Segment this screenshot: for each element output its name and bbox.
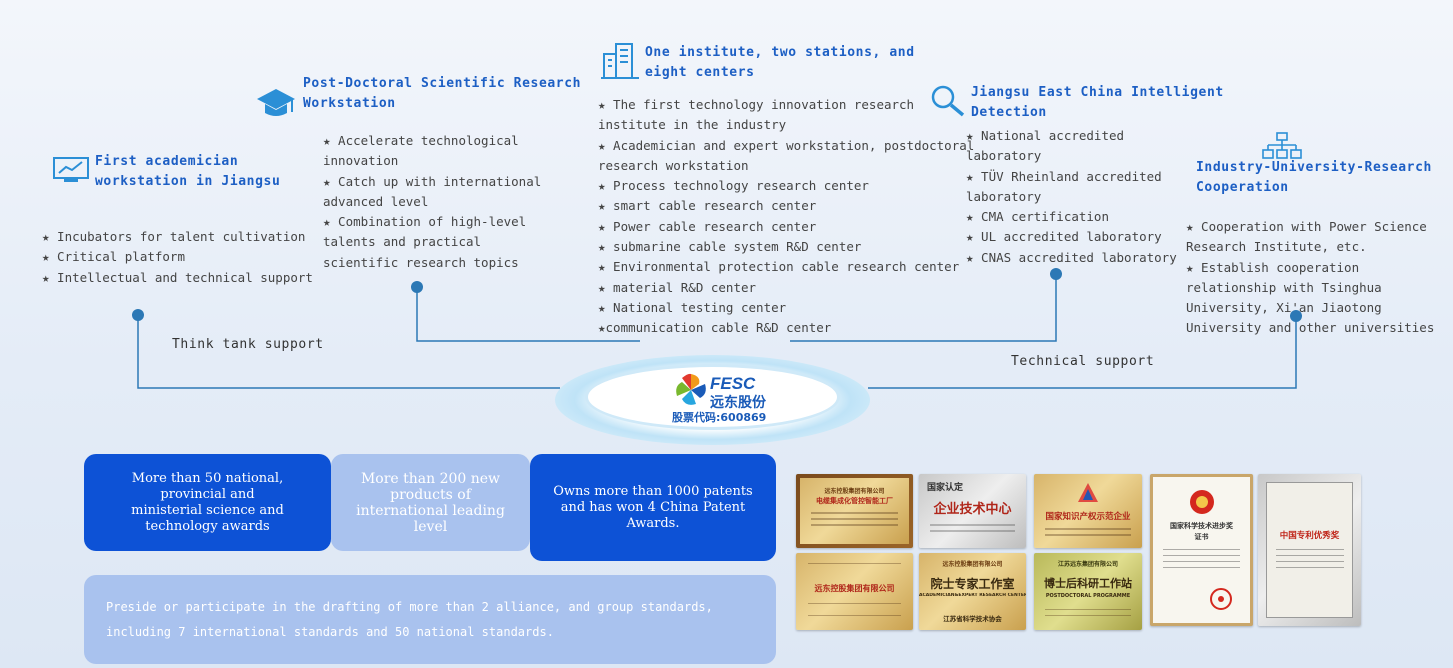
national-emblem-icon bbox=[1190, 490, 1214, 514]
building-icon bbox=[601, 43, 639, 79]
connector-dot-cooperation bbox=[1290, 310, 1302, 322]
standards-box: Preside or participate in the drafting o… bbox=[84, 575, 776, 664]
awards-text: More than 50 national, provincial and mi… bbox=[131, 470, 284, 534]
connector-dot-academician bbox=[132, 309, 144, 321]
graduation-cap-icon bbox=[257, 89, 295, 116]
postdoc-title: Post-Doctoral Scientific Research Workst… bbox=[303, 76, 582, 111]
cooperation-title: Industry-University-Research Cooperation bbox=[1196, 160, 1432, 195]
cooperation-item: ★ Establish cooperation relationship wit… bbox=[1186, 259, 1435, 336]
detection-list: ★ National accredited laboratory ★ TÜV R… bbox=[966, 126, 1177, 268]
postdoc-item: ★ Catch up with international advanced l… bbox=[323, 173, 542, 209]
institute-item: ★communication cable R&D center bbox=[598, 320, 832, 336]
connector-dot-detection bbox=[1050, 268, 1062, 280]
certificate-academician-studio: 远东控股集团有限公司 院士专家工作室 ACADEMICIAN&EXPERT RE… bbox=[919, 553, 1026, 630]
cert-group-title: 远东控股集团有限公司 bbox=[814, 584, 895, 593]
awards-box: More than 50 national, provincial and mi… bbox=[84, 454, 331, 551]
detection-item: ★ CMA certification bbox=[966, 209, 1109, 225]
connector-dot-postdoc bbox=[411, 281, 423, 293]
logo-ring bbox=[585, 364, 840, 430]
academician-item: ★ Critical platform bbox=[42, 249, 185, 265]
patents-text: Owns more than 1000 patents and has won … bbox=[553, 483, 753, 531]
academician-list: ★ Incubators for talent cultivation ★ Cr… bbox=[42, 227, 313, 288]
certificate-postdoc-station: 江苏远东集团有限公司 博士后科研工作站 POSTDOCTORAL PROGRAM… bbox=[1034, 553, 1142, 630]
pinwheel-icon bbox=[676, 373, 706, 405]
cooperation-item: ★ Cooperation with Power Science Researc… bbox=[1186, 219, 1427, 255]
institute-item: ★ Process technology research center bbox=[598, 178, 869, 194]
cert-academician-org: 江苏省科学技术协会 bbox=[943, 615, 1002, 623]
detection-title: Jiangsu East China Intelligent Detection bbox=[971, 85, 1224, 120]
products-box: More than 200 new products of internatio… bbox=[331, 454, 530, 551]
technical-support-label: Technical support bbox=[1011, 354, 1155, 369]
institute-title: One institute, two stations, and eight c… bbox=[645, 45, 915, 80]
magnifier-icon bbox=[931, 85, 965, 117]
org-chart-icon bbox=[1262, 132, 1302, 159]
stock-code: 股票代码:600869 bbox=[672, 411, 767, 424]
cert-smart-factory-title: 电缆集成化管控智能工厂 bbox=[816, 497, 893, 505]
institute-item: ★ smart cable research center bbox=[598, 198, 817, 214]
company-logo: FESC 远东股份 股票代码:600869 bbox=[672, 372, 782, 424]
institute-item: ★ submarine cable system R&D center bbox=[598, 239, 862, 255]
think-tank-label: Think tank support bbox=[172, 337, 324, 352]
certificate-sci-tech-award: 国家科学技术进步奖 证书 bbox=[1150, 474, 1253, 626]
cert-tech-center-top: 国家认定 bbox=[927, 483, 964, 493]
cert-patent-title: 中国专利优秀奖 bbox=[1279, 531, 1340, 541]
institute-list: ★ The first technology innovation resear… bbox=[598, 95, 974, 339]
red-seal-icon bbox=[1210, 588, 1232, 610]
academician-title: First academician workstation in Jiangsu bbox=[95, 154, 281, 189]
cert-postdoc-sub: POSTDOCTORAL PROGRAMME bbox=[1045, 593, 1131, 599]
standards-text: Preside or participate in the drafting o… bbox=[106, 599, 713, 639]
academician-item: ★ Incubators for talent cultivation bbox=[42, 229, 306, 244]
ip-emblem-icon bbox=[1078, 483, 1098, 502]
cert-academician-sub: ACADEMICIAN&EXPERT RESEARCH CENTER bbox=[919, 593, 1026, 598]
cooperation-list: ★ Cooperation with Power Science Researc… bbox=[1186, 217, 1434, 339]
detection-item: ★ CNAS accredited laboratory bbox=[966, 249, 1177, 265]
institute-item: ★ National testing center bbox=[598, 299, 787, 315]
institute-item: ★ material R&D center bbox=[598, 279, 757, 295]
institute-item: ★ Power cable research center bbox=[598, 218, 817, 234]
patents-box: Owns more than 1000 patents and has won … bbox=[530, 454, 776, 561]
academician-item: ★ Intellectual and technical support bbox=[42, 269, 313, 285]
cert-academician-title: 院士专家工作室 bbox=[930, 577, 1015, 591]
certificate-smart-factory: 远东控股集团有限公司 电缆集成化管控智能工厂 bbox=[796, 474, 913, 548]
products-text: More than 200 new products of internatio… bbox=[356, 470, 505, 535]
certificate-tech-center: 国家认定 企业技术中心 bbox=[919, 474, 1026, 548]
institute-item: ★ The first technology innovation resear… bbox=[598, 97, 915, 133]
certificate-ip-enterprise: 国家知识产权示范企业 bbox=[1034, 474, 1142, 548]
cert-award-title: 国家科学技术进步奖 证书 bbox=[1170, 522, 1233, 541]
detection-item: ★ National accredited laboratory bbox=[966, 128, 1125, 164]
monitor-chart-icon bbox=[53, 157, 89, 182]
certificate-patent-award: 中国专利优秀奖 bbox=[1258, 474, 1361, 626]
institute-item: ★ Academician and expert workstation, po… bbox=[598, 137, 975, 173]
logo-cn-name: 远东股份 bbox=[710, 395, 766, 411]
logo-brand: FESC bbox=[710, 374, 756, 393]
cert-ip-title: 国家知识产权示范企业 bbox=[1045, 512, 1131, 522]
postdoc-item: ★ Combination of high-level talents and … bbox=[323, 214, 527, 270]
cert-postdoc-title: 博士后科研工作站 bbox=[1044, 577, 1132, 590]
detection-item: ★ UL accredited laboratory bbox=[966, 229, 1162, 245]
institute-item: ★ Environmental protection cable researc… bbox=[598, 259, 960, 275]
certificate-holding-group: 远东控股集团有限公司 bbox=[796, 553, 913, 630]
detection-item: ★ TÜV Rheinland accredited laboratory bbox=[966, 168, 1162, 204]
postdoc-item: ★ Accelerate technological innovation bbox=[323, 133, 519, 169]
cert-tech-center-title: 企业技术中心 bbox=[933, 502, 1012, 517]
postdoc-list: ★ Accelerate technological innovation ★ … bbox=[323, 131, 541, 273]
